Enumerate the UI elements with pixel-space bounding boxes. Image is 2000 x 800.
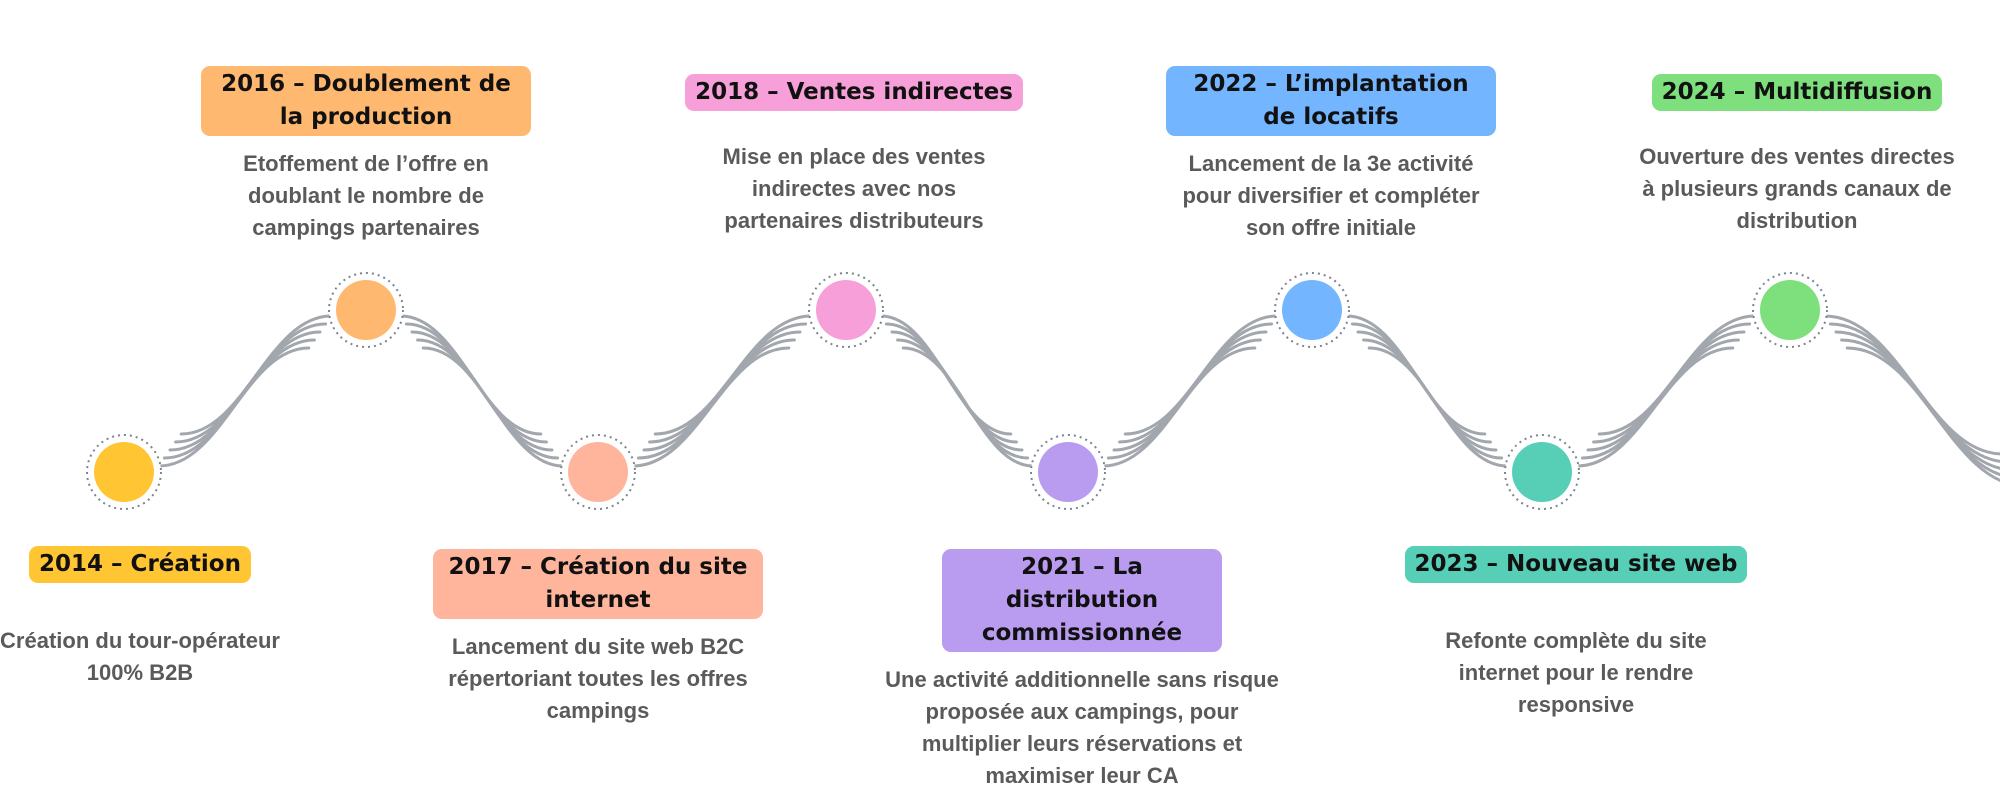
timeline-node-2016 — [328, 272, 404, 348]
milestone-2023: 2023 – Nouveau site web Refonte complète… — [1356, 546, 1796, 721]
wave-segment-5-line-4 — [1367, 346, 1509, 468]
milestone-title-2016: 2016 – Doublement de la production — [201, 66, 531, 136]
milestone-2016: 2016 – Doublement de la production Etoff… — [146, 66, 586, 244]
node-dot-2023 — [1512, 442, 1572, 502]
milestone-description-2022: Lancement de la 3e activité pour diversi… — [1182, 151, 1480, 240]
timeline-node-2021 — [1030, 434, 1106, 510]
milestone-title-2014: 2014 – Création — [29, 546, 251, 583]
timeline-node-2017 — [560, 434, 636, 510]
wave-segment-0-line-4 — [157, 346, 311, 468]
node-dot-2021 — [1038, 442, 1098, 502]
timeline-node-2018 — [808, 272, 884, 348]
wave-segment-2-line-4 — [631, 346, 791, 468]
milestone-2021: 2021 – La distribution commissionnée Une… — [862, 549, 1302, 792]
milestone-2014: 2014 – Création Création du tour-opérate… — [0, 546, 360, 689]
wave-segment-6-line-4 — [1575, 346, 1735, 468]
milestone-title-2024: 2024 – Multidiffusion — [1651, 74, 1943, 111]
milestone-description-2018: Mise en place des ventes indirectes avec… — [722, 144, 986, 233]
milestone-title-2023: 2023 – Nouveau site web — [1404, 546, 1748, 583]
milestone-description-2016: Etoffement de l’offre en doublant le nom… — [243, 151, 489, 240]
milestone-title-2018: 2018 – Ventes indirectes — [685, 74, 1023, 111]
node-dot-2016 — [336, 280, 396, 340]
milestone-description-2021: Une activité additionnelle sans risque p… — [885, 667, 1279, 788]
node-dot-2017 — [568, 442, 628, 502]
node-dot-2018 — [816, 280, 876, 340]
milestone-title-2022: 2022 – L’implantation de locatifs — [1166, 66, 1496, 136]
timeline-nodes — [86, 272, 1828, 510]
timeline-node-2022 — [1274, 272, 1350, 348]
milestone-2024: 2024 – Multidiffusion Ouverture des vent… — [1577, 74, 2000, 237]
wave-lines — [157, 314, 2000, 482]
milestone-description-2024: Ouverture des ventes directes à plusieur… — [1639, 144, 1955, 233]
timeline-node-2023 — [1504, 434, 1580, 510]
milestone-title-2017: 2017 – Création du site internet — [433, 549, 763, 619]
milestone-description-2023: Refonte complète du site internet pour l… — [1445, 628, 1707, 717]
wave-segment-4-line-4 — [1101, 346, 1257, 468]
timeline-node-2014 — [86, 434, 162, 510]
node-dot-2024 — [1760, 280, 1820, 340]
milestone-2017: 2017 – Création du site internet Lanceme… — [378, 549, 818, 727]
wave-segment-3-line-4 — [901, 346, 1035, 468]
milestone-title-2021: 2021 – La distribution commissionnée — [942, 549, 1222, 652]
timeline-node-2024 — [1752, 272, 1828, 348]
wave-segment-1-line-4 — [421, 346, 565, 468]
milestone-description-2014: Création du tour-opérateur 100% B2B — [0, 628, 280, 685]
wave-segment-end-line-2 — [1834, 330, 2000, 470]
milestone-2018: 2018 – Ventes indirectes Mise en place d… — [634, 74, 1074, 237]
wave-segment-end-line-4 — [1845, 346, 2000, 482]
wave-segment-end-line-1 — [1828, 322, 2000, 463]
node-dot-2022 — [1282, 280, 1342, 340]
node-dot-2014 — [94, 442, 154, 502]
milestone-description-2017: Lancement du site web B2C répertoriant t… — [448, 634, 748, 723]
milestone-2022: 2022 – L’implantation de locatifs Lancem… — [1111, 66, 1551, 244]
